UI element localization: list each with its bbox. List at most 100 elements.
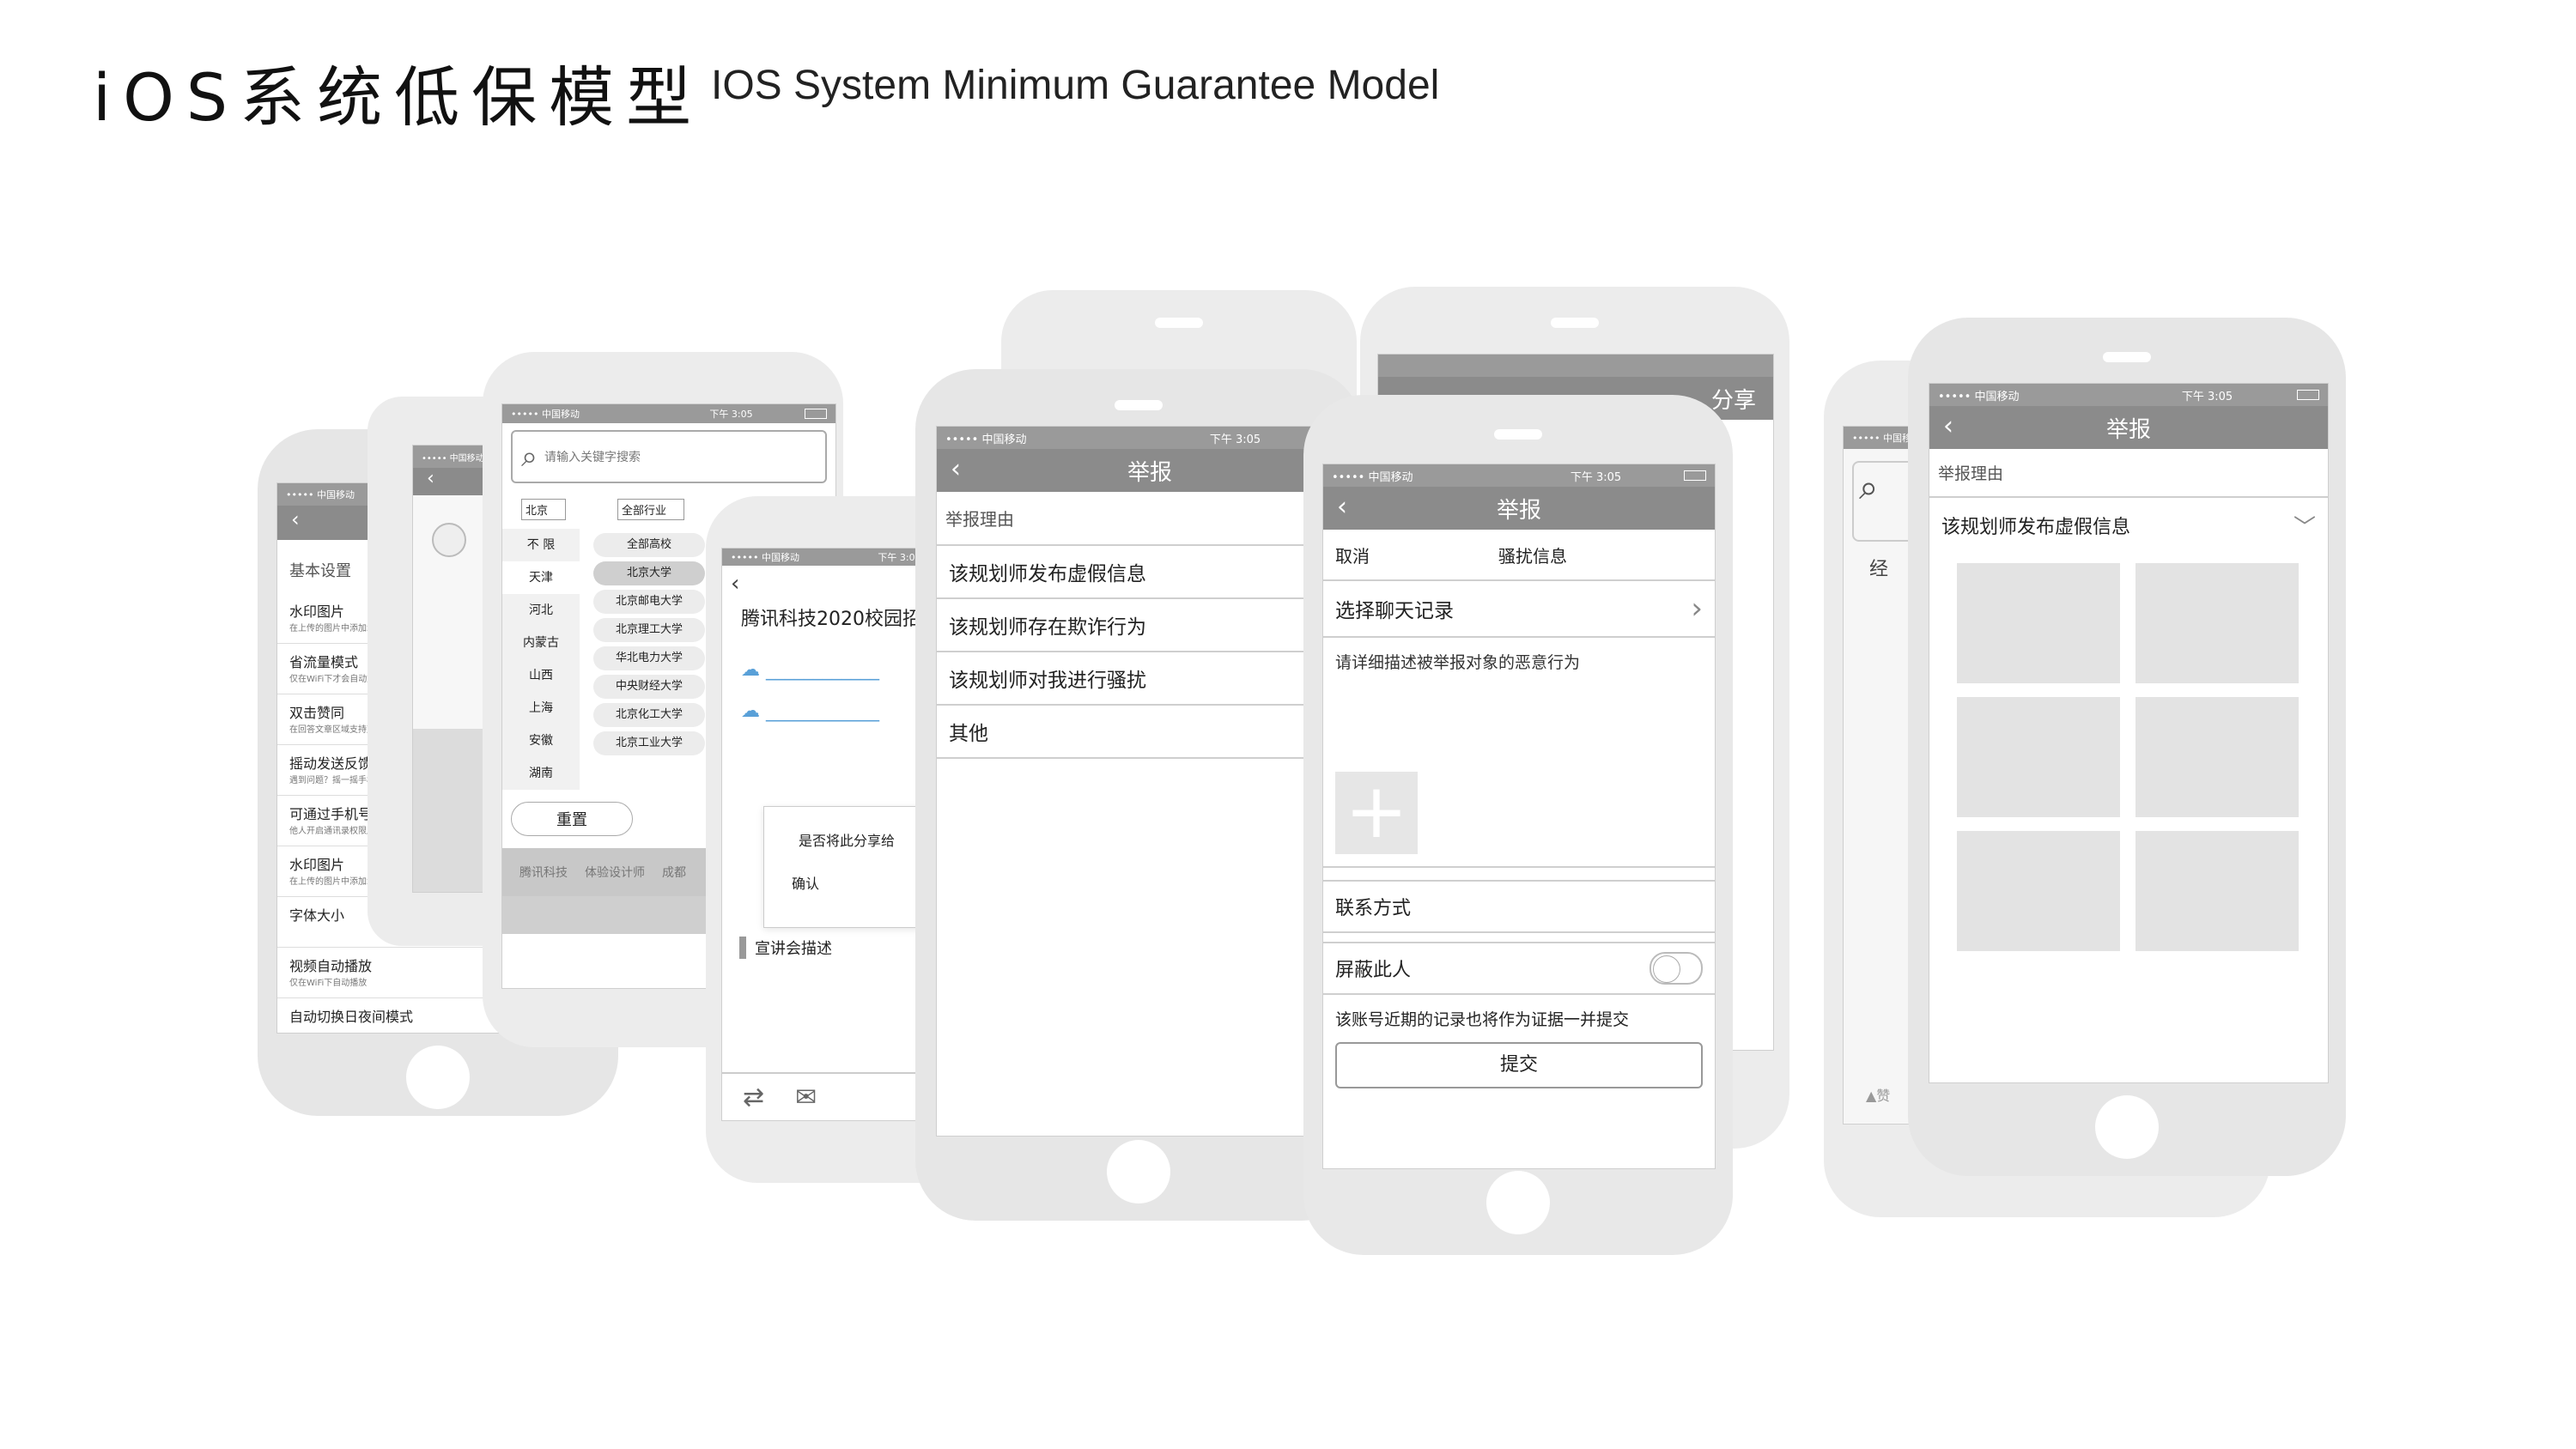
settings-item[interactable]: 字体大小 <box>277 897 618 948</box>
back-icon[interactable]: ‹ <box>291 507 300 531</box>
status-bar: ••••• 中国移动下午 3:05 <box>722 549 963 566</box>
region-item[interactable]: 内蒙古 <box>523 636 559 650</box>
screen-report-form: ••••• 中国移动 下午 3:05 ‹ 举报 取消 骚扰信息 选择聊天记录 ›… <box>1322 464 1716 1169</box>
speaker <box>1155 318 1203 328</box>
description-placeholder: 请详细描述被举报对象的恶意行为 <box>1335 653 1581 672</box>
repost-icon[interactable]: ⇄ <box>743 1082 765 1113</box>
chat-record-label: 选择聊天记录 <box>1335 600 1454 622</box>
settings-item-label: 水印图片 <box>289 603 345 620</box>
cancel-button[interactable]: 取消 <box>1335 545 1370 567</box>
image-tile <box>2136 831 2299 951</box>
search-label: 经 <box>1869 559 1889 580</box>
school-item[interactable]: 北京化工大学 <box>593 703 705 727</box>
back-icon[interactable]: ‹ <box>1337 492 1347 522</box>
carrier-label: ••••• 中国移动 <box>1332 470 1413 484</box>
mail-icon[interactable]: ✉ <box>795 1082 817 1113</box>
region-item[interactable]: 河北 <box>529 603 553 617</box>
screen-report-reasons: ••••• 中国移动 下午 3:05 ‹ 举报 举报理由 该规划师发布虚假信息›… <box>936 426 1362 1137</box>
add-image-button[interactable]: + <box>1335 772 1418 854</box>
share-title: 腾讯科技2020校园招 <box>741 609 921 630</box>
home-button[interactable] <box>2095 1095 2159 1159</box>
region-item[interactable]: 安徽 <box>529 734 553 748</box>
reason-item[interactable]: 该规划师对我进行骚扰› <box>937 652 1362 706</box>
chat-record-row[interactable]: 选择聊天记录 › <box>1323 581 1715 638</box>
carrier-label: ••••• 中国移动 <box>1938 390 2020 403</box>
status-bar: ••••• 中国移动 下午 3:05 <box>1323 464 1715 487</box>
avatar <box>432 523 466 557</box>
region-item[interactable]: 湖南 <box>529 767 553 780</box>
city-select[interactable]: 北京 <box>521 499 567 520</box>
status-bar: ••••• 中国移动下午 3:05 <box>502 404 835 423</box>
school-item[interactable]: 北京理工大学 <box>593 618 705 642</box>
settings-item-label: 自动切换日夜间模式 <box>289 1009 414 1025</box>
back-icon[interactable]: ‹ <box>731 571 740 597</box>
reason-item[interactable]: 该规划师存在欺诈行为› <box>937 599 1362 652</box>
settings-item[interactable]: 视频自动播放仅在WiFi下自动播放 <box>277 948 618 998</box>
carrier-label: ••••• 中国移动 <box>286 489 355 500</box>
reason-label: 该规划师存在欺诈行为 <box>949 616 1146 639</box>
toggle-knob <box>1653 955 1680 983</box>
tag-item[interactable]: 腾讯科技 <box>519 866 568 880</box>
home-button[interactable] <box>1486 1171 1550 1234</box>
page-subtitle: IOS System Minimum Guarantee Model <box>711 63 1440 108</box>
image-grid <box>1929 553 2328 951</box>
battery-icon <box>2297 390 2319 400</box>
back-icon[interactable]: ‹ <box>951 454 961 484</box>
search-box[interactable]: ⌕ 请输入关键字搜索 <box>511 430 827 483</box>
selected-reason: 该规划师发布虚假信息 <box>1941 517 2131 538</box>
school-item[interactable]: 北京大学 <box>593 561 705 585</box>
phone-report-form: ••••• 中国移动 下午 3:05 ‹ 举报 取消 骚扰信息 选择聊天记录 ›… <box>1303 395 1733 1255</box>
phone-report-detail: ••••• 中国移动 下午 3:05 ‹ 举报 举报理由 该规划师发布虚假信息 … <box>1908 318 2346 1176</box>
settings-section-title: 基本设置 <box>289 562 351 580</box>
back-icon[interactable]: ‹ <box>427 468 434 489</box>
confirm-button[interactable]: 确认 <box>792 876 820 892</box>
region-item[interactable]: 不 限 <box>526 538 556 552</box>
reason-list: 该规划师发布虚假信息›该规划师存在欺诈行为›该规划师对我进行骚扰›其他› <box>937 546 1362 759</box>
submit-button[interactable]: 提交 <box>1335 1042 1703 1088</box>
school-item[interactable]: 北京工业大学 <box>593 731 705 755</box>
share-icons: ☁ ____________☁ ____________ <box>741 659 879 723</box>
school-item[interactable]: 北京邮电大学 <box>593 590 705 614</box>
block-toggle[interactable] <box>1649 952 1703 985</box>
page-title: iOS系统低保模型 <box>93 59 704 136</box>
reason-label: 其他 <box>949 723 988 745</box>
region-item[interactable]: 山西 <box>529 669 553 682</box>
tag-item[interactable]: 成都 <box>662 866 686 880</box>
reset-button[interactable]: 重置 <box>511 802 633 836</box>
region-list: 不 限天津河北内蒙古山西上海安徽湖南 <box>502 529 580 790</box>
bottom-toolbar: ⇄✉ <box>722 1072 963 1120</box>
settings-item-label: 摇动发送反馈 <box>289 755 373 772</box>
nav-bar: ‹ 举报 <box>1323 487 1715 530</box>
reason-item[interactable]: 其他› <box>937 706 1362 759</box>
chevron-right-icon: › <box>1691 591 1703 626</box>
region-item[interactable]: 上海 <box>529 701 553 715</box>
settings-item[interactable]: 自动切换日夜间模式 <box>277 998 618 1033</box>
image-tile <box>1957 831 2120 951</box>
region-item[interactable]: 天津 <box>502 561 580 594</box>
settings-item-desc: 遇到问题？摇一摇手机就能反馈 <box>289 776 410 785</box>
industry-select[interactable]: 全部行业 <box>617 499 685 520</box>
description-field[interactable]: 请详细描述被举报对象的恶意行为 + <box>1323 638 1715 868</box>
home-button[interactable] <box>1107 1140 1170 1203</box>
reason-item[interactable]: 该规划师发布虚假信息› <box>937 546 1362 599</box>
tag-item[interactable]: 体验设计师 <box>585 866 645 880</box>
school-list: 全部高校北京大学北京邮电大学北京理工大学华北电力大学中央财经大学北京化工大学北京… <box>580 529 835 790</box>
nav-bar: ‹ 举报 <box>937 449 1362 492</box>
contact-row[interactable]: 联系方式 <box>1323 882 1715 933</box>
selected-reason-row[interactable]: 该规划师发布虚假信息 ﹀ <box>1929 498 2328 553</box>
carrier-label: ••••• 中国移动 <box>945 433 1027 446</box>
settings-item-label: 省流量模式 <box>289 654 359 670</box>
nav-bar: ‹ 举报 <box>1929 406 2328 449</box>
search-input[interactable]: 请输入关键字搜索 <box>544 451 641 464</box>
school-item[interactable]: 全部高校 <box>593 533 705 557</box>
settings-item-label: 视频自动播放 <box>289 958 373 974</box>
school-item[interactable]: 华北电力大学 <box>593 646 705 670</box>
reason-heading: 举报理由 <box>1929 449 2328 498</box>
home-button[interactable] <box>406 1046 470 1109</box>
reason-label: 该规划师发布虚假信息 <box>949 563 1146 585</box>
speaker <box>1115 400 1163 410</box>
back-icon[interactable]: ‹ <box>1943 411 1953 441</box>
settings-item-desc: 仅在WiFi下才会自动加载图片 <box>289 675 402 684</box>
time-label: 下午 3:05 <box>1209 433 1261 446</box>
school-item[interactable]: 中央财经大学 <box>593 675 705 699</box>
